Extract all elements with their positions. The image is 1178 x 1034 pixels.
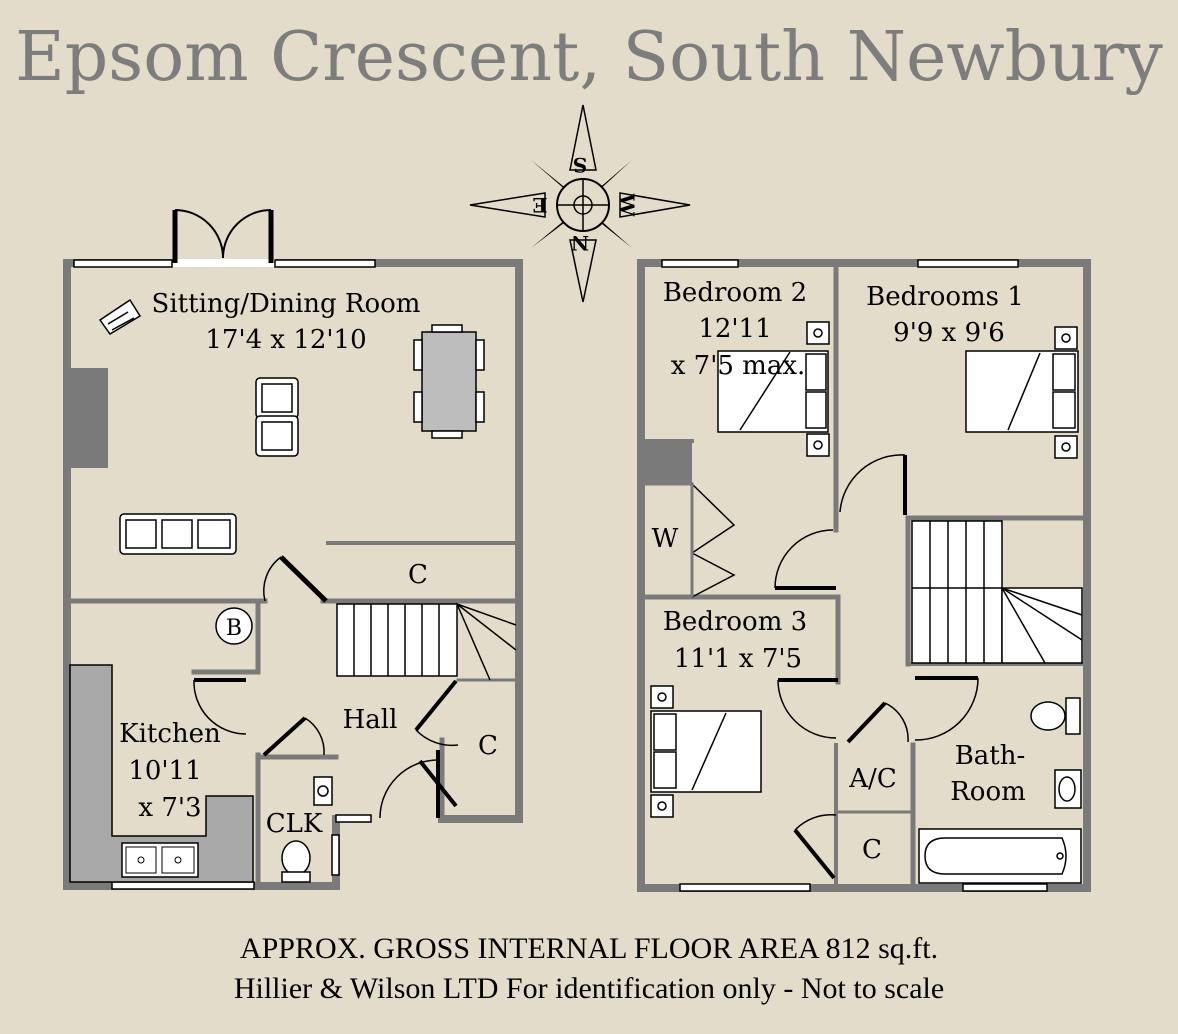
compass-s-label: S (573, 153, 587, 177)
bathroom-label-2: Room (950, 777, 1026, 807)
bedroom-2-dims-1: 12'11 (698, 314, 771, 344)
bed-bedroom-3 (650, 685, 762, 818)
dining-table (413, 324, 485, 439)
first-cupboard-label: C (862, 835, 882, 865)
hall-label: Hall (343, 705, 398, 735)
clk-label: CLK (266, 809, 323, 839)
cloakroom-fixtures (281, 776, 333, 883)
wardrobe-doors (690, 483, 736, 598)
kitchen-dims-2: x 7'3 (138, 793, 201, 823)
bedroom-2-label: Bedroom 2 (663, 278, 807, 308)
windows-first (661, 259, 1048, 892)
airing-cupboard-label: A/C (848, 764, 896, 794)
cupboard-1-label: C (408, 560, 428, 590)
fireplace (68, 368, 108, 468)
stairs-ground (336, 603, 517, 681)
stairs-first (911, 520, 1083, 664)
doors-ground (193, 555, 459, 819)
bedroom-3-label: Bedroom 3 (663, 607, 807, 637)
armchairs (255, 377, 299, 457)
cupboard-2-label: C (478, 731, 498, 761)
room-labels: Sitting/Dining Room 17'4 x 12'10 C Kitch… (119, 278, 1026, 865)
wardrobe-label: W (652, 524, 679, 554)
doors-first (774, 454, 979, 880)
kitchen-label: Kitchen (119, 719, 221, 749)
bedroom-2-dims-2: x 7'5 max. (671, 351, 806, 381)
boiler-label: B (226, 616, 242, 641)
compass-w-label: W (615, 193, 639, 217)
compass-n-label: N (571, 231, 589, 255)
kitchen-counter (69, 664, 254, 883)
disclaimer-note: Hillier & Wilson LTD For identification … (233, 972, 945, 1005)
sitting-dining-label: Sitting/Dining Room (152, 289, 421, 319)
bathroom-fixtures (918, 697, 1082, 884)
bedroom-1-label: Bedrooms 1 (866, 282, 1024, 312)
bathroom-label-1: Bath- (955, 741, 1026, 771)
compass-rose: S N E W (469, 104, 691, 303)
bedroom-3-dims: 11'1 x 7'5 (674, 644, 802, 674)
page-title: Epsom Crescent, South Newbury (15, 18, 1163, 97)
kitchen-dims-1: 10'11 (128, 756, 201, 786)
chimney-breast (643, 441, 692, 484)
sitting-dining-dims: 17'4 x 12'10 (205, 325, 366, 355)
bedroom-1-dims: 9'9 x 9'6 (893, 318, 1005, 348)
lamp-icon (98, 298, 142, 335)
boiler-icon: B (215, 607, 253, 645)
floor-area-note: APPROX. GROSS INTERNAL FLOOR AREA 812 sq… (239, 932, 939, 965)
bed-bedroom-1 (965, 326, 1079, 459)
compass-e-label: E (532, 193, 547, 217)
bed-bedroom-2 (717, 321, 830, 457)
french-doors (172, 209, 275, 267)
sofa (119, 513, 237, 555)
